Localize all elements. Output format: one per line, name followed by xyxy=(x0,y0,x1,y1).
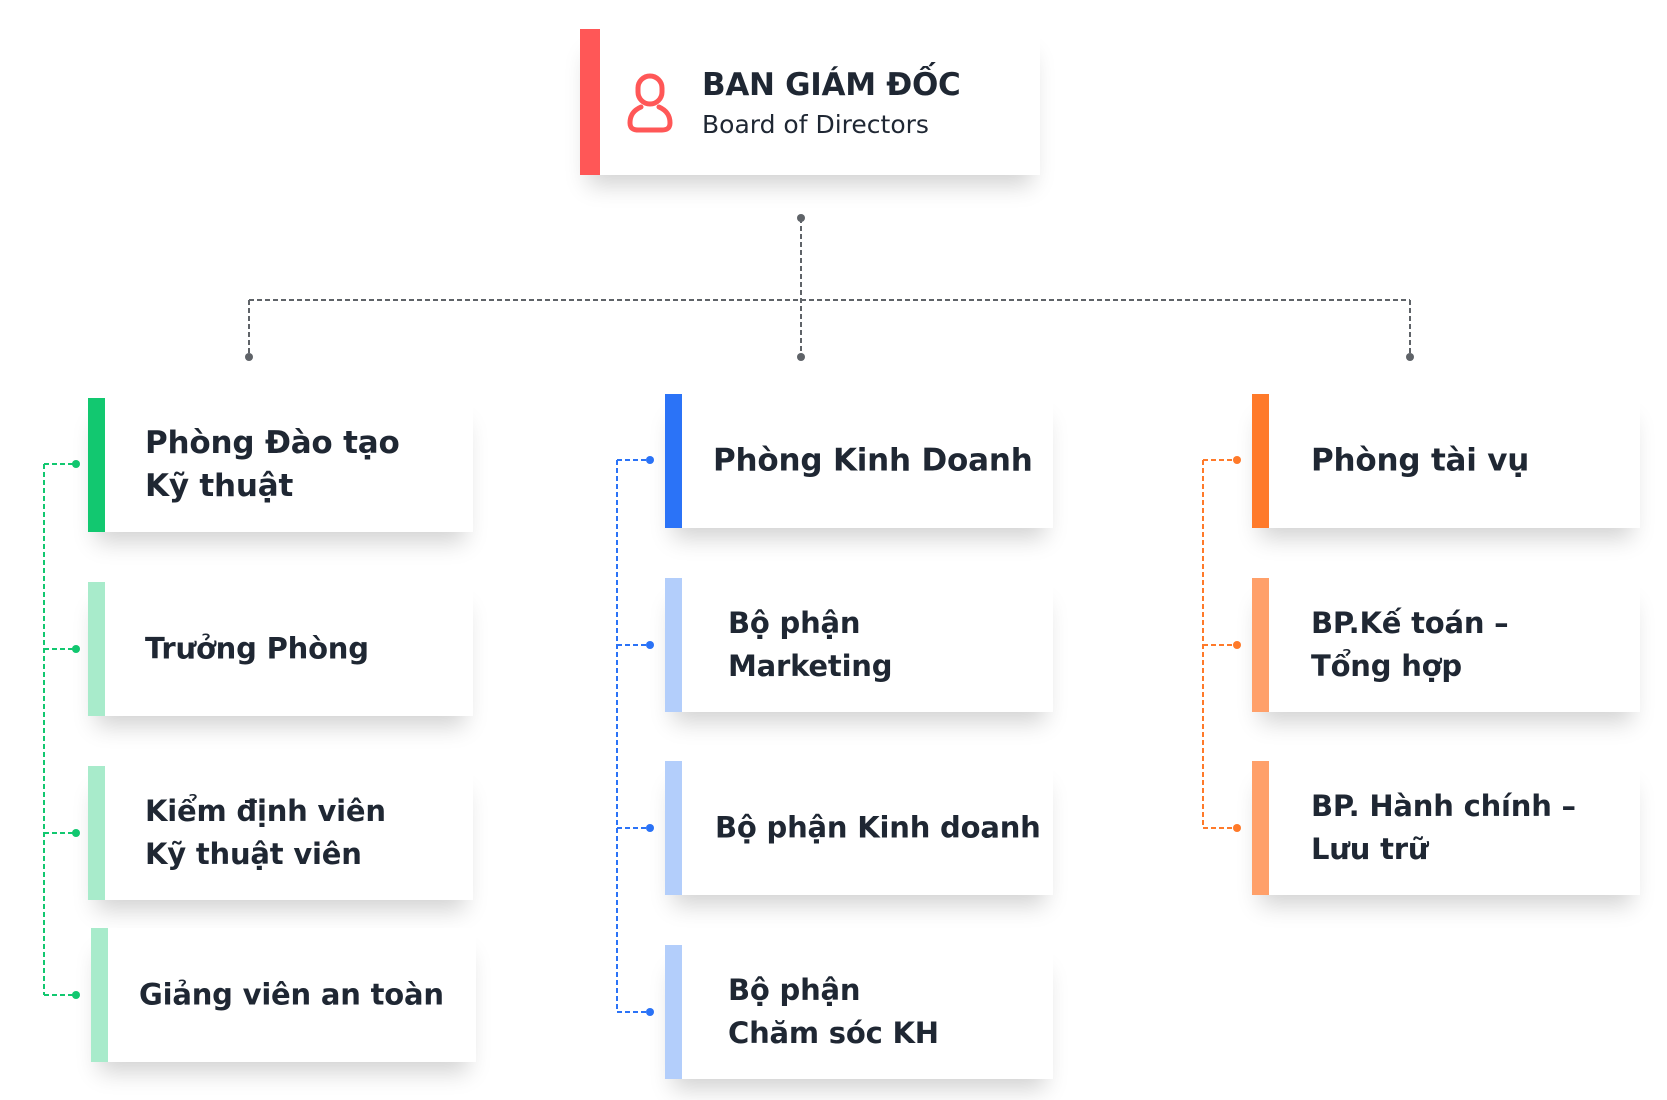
department-node-sales[interactable]: Phòng Kinh Doanh xyxy=(665,394,1053,528)
department-link-dot xyxy=(72,460,80,468)
department-branch-dot xyxy=(797,353,805,361)
color-bar xyxy=(88,582,105,716)
node-label: Phòng Đào tạo Kỹ thuật xyxy=(145,425,400,504)
department-link-dot xyxy=(1233,641,1241,649)
root-trunk-dot xyxy=(797,214,805,222)
node-label: Bộ phận Kinh doanh xyxy=(715,810,1041,845)
department-link-dot xyxy=(72,991,80,999)
root-subtitle: Board of Directors xyxy=(702,110,929,139)
node-label: Kiểm định viên Kỹ thuật viên xyxy=(145,794,386,871)
department-branch-dot xyxy=(245,353,253,361)
node-label: Phòng Kinh Doanh xyxy=(713,442,1033,479)
department-link-dot xyxy=(646,641,654,649)
color-bar xyxy=(665,578,682,712)
node-label: Bộ phận Marketing xyxy=(728,606,893,683)
color-bar xyxy=(1252,394,1269,528)
root-node-board-of-directors[interactable]: BAN GIÁM ĐỐC Board of Directors xyxy=(580,29,1040,175)
root-title: BAN GIÁM ĐỐC xyxy=(702,67,961,103)
color-bar xyxy=(1252,578,1269,712)
sub-node-training-3[interactable]: Giảng viên an toàn xyxy=(91,928,476,1062)
color-bar xyxy=(665,394,682,528)
node-label: BP. Hành chính – Lưu trữ xyxy=(1311,789,1576,866)
root-color-bar xyxy=(580,29,600,175)
sub-node-sales-2[interactable]: Bộ phận Kinh doanh xyxy=(665,761,1053,895)
color-bar xyxy=(665,761,682,895)
sub-node-finance-1[interactable]: BP.Kế toán – Tổng hợp xyxy=(1252,578,1640,712)
color-bar xyxy=(91,928,108,1062)
department-link-dot xyxy=(646,1008,654,1016)
sub-node-sales-3[interactable]: Bộ phận Chăm sóc KH xyxy=(665,945,1053,1079)
department-node-finance[interactable]: Phòng tài vụ xyxy=(1252,394,1640,528)
sub-node-training-2[interactable]: Kiểm định viên Kỹ thuật viên xyxy=(88,766,473,900)
user-icon xyxy=(627,73,673,133)
color-bar xyxy=(1252,761,1269,895)
department-link-dot xyxy=(646,456,654,464)
department-branch-dot xyxy=(1406,353,1414,361)
node-label: Trưởng Phòng xyxy=(145,631,369,666)
node-label: Phòng tài vụ xyxy=(1311,442,1530,479)
color-bar xyxy=(88,766,105,900)
department-link-dot xyxy=(72,829,80,837)
sub-node-finance-2[interactable]: BP. Hành chính – Lưu trữ xyxy=(1252,761,1640,895)
sub-node-sales-1[interactable]: Bộ phận Marketing xyxy=(665,578,1053,712)
node-label: BP.Kế toán – Tổng hợp xyxy=(1311,606,1509,683)
department-link-dot xyxy=(1233,456,1241,464)
color-bar xyxy=(88,398,105,532)
node-label: Bộ phận Chăm sóc KH xyxy=(728,973,939,1050)
department-link-dot xyxy=(646,824,654,832)
sub-node-training-1[interactable]: Trưởng Phòng xyxy=(88,582,473,716)
department-link-dot xyxy=(72,645,80,653)
node-label: Giảng viên an toàn xyxy=(139,977,444,1012)
department-link-dot xyxy=(1233,824,1241,832)
color-bar xyxy=(665,945,682,1079)
department-node-training[interactable]: Phòng Đào tạo Kỹ thuật xyxy=(88,398,473,532)
